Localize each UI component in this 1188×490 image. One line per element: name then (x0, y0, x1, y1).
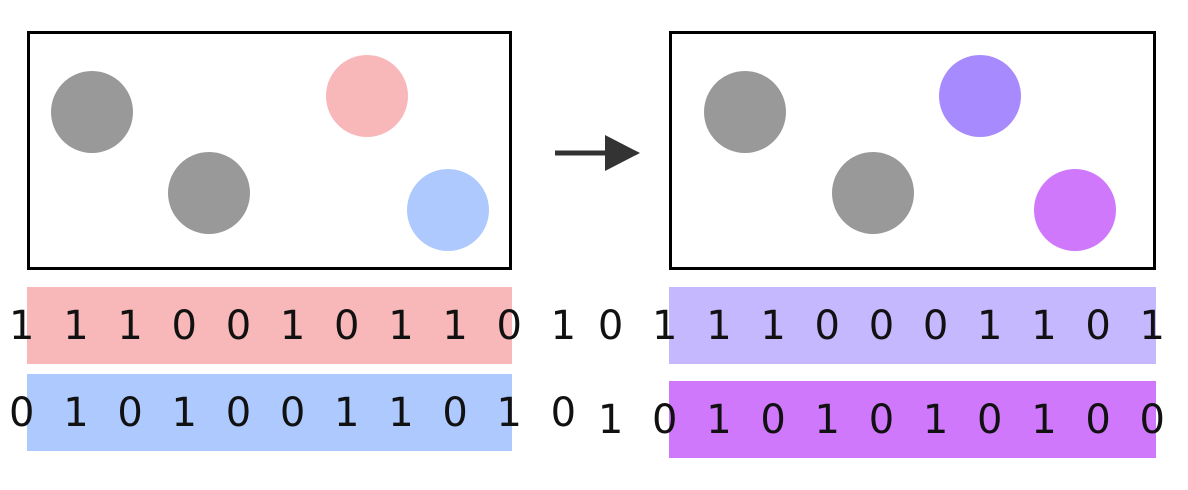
violet-dot (939, 55, 1021, 137)
blue-dot (407, 169, 489, 251)
gray-dot (704, 71, 786, 153)
left-scene-panel (27, 31, 512, 270)
gray-dot (51, 71, 133, 153)
right-code-bar-1: 0 1 1 1 0 0 0 1 1 0 1 0 (598, 287, 1188, 364)
left-code-bar-2: 1 0 1 0 1 0 0 1 1 0 1 0 (0, 374, 576, 451)
left-code-bar-1: 0 1 1 1 0 0 1 0 1 1 0 1 (0, 287, 576, 364)
right-code-bar-2: 1 0 1 0 1 0 1 0 1 0 0 1 (598, 381, 1188, 458)
gray-dot (832, 152, 914, 234)
right-scene-panel (669, 31, 1156, 270)
magenta-dot (1034, 169, 1116, 251)
gray-dot (168, 152, 250, 234)
right-arrow-icon (555, 135, 640, 171)
pink-dot (326, 55, 408, 137)
arrow-head (605, 135, 640, 171)
